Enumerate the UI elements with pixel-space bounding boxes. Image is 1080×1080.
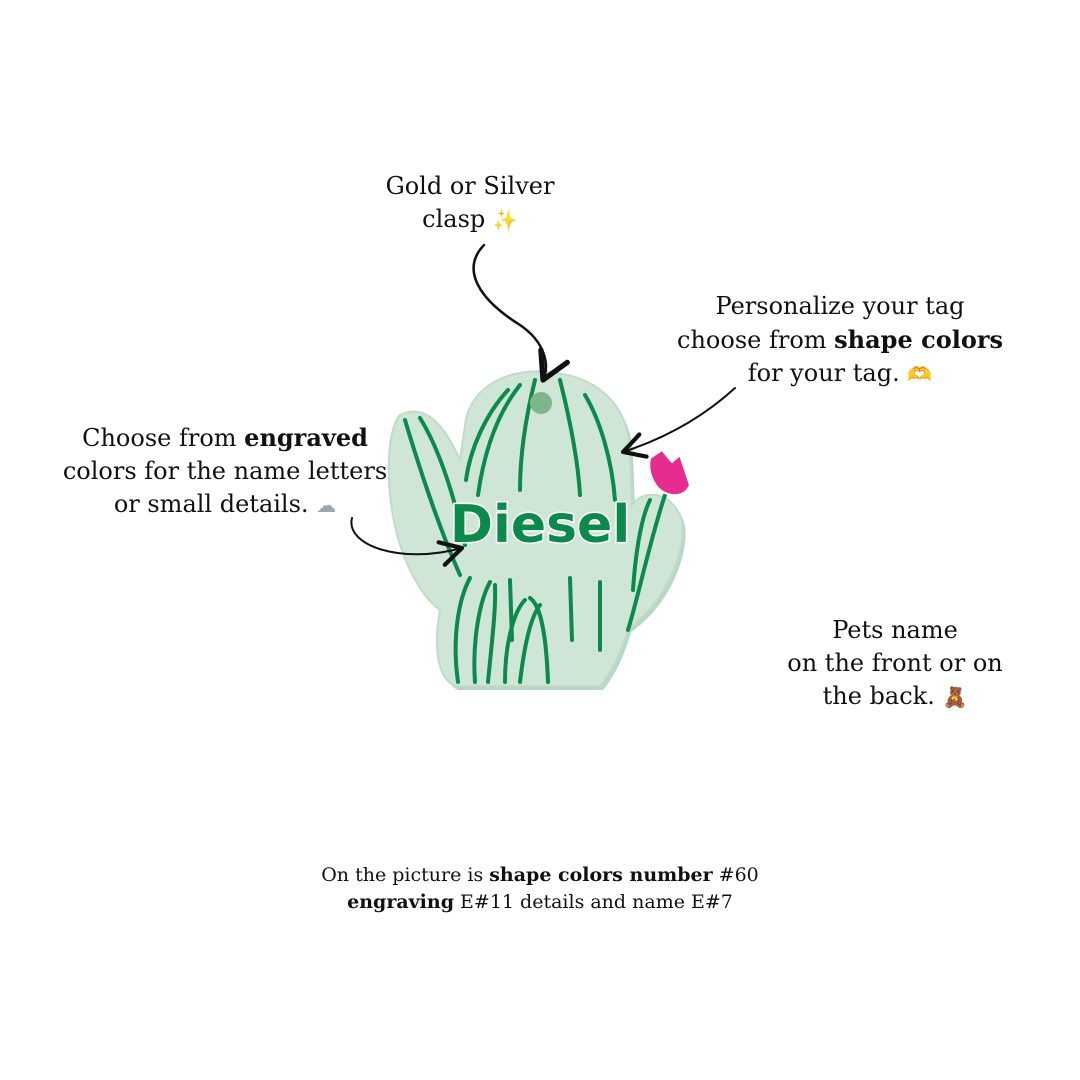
tag-name-engraving: Diesel — [450, 495, 630, 555]
clasp-caption-line2: clasp — [422, 205, 486, 233]
arrow-to-clasp — [472, 243, 570, 383]
shape-caption-line2-bold: shape colors — [834, 325, 1003, 354]
shape-caption-line1: Personalize your tag — [715, 292, 965, 320]
engraved-caption-line2: colors for the name letters — [62, 457, 388, 485]
clasp-caption: Gold or Silver clasp ✨ — [330, 170, 610, 237]
footer-line1-prefix: On the picture is — [321, 864, 490, 886]
footer-line1-bold: shape colors number — [489, 864, 713, 886]
footer-note: On the picture is shape colors number #6… — [240, 862, 840, 916]
clasp-caption-line1: Gold or Silver — [385, 172, 555, 200]
heart-hands-icon: 🫶 — [907, 362, 933, 386]
sparkles-icon: ✨ — [492, 208, 518, 232]
footer-line2-suffix: E#11 details and name E#7 — [454, 891, 733, 913]
footer-line2-bold: engraving — [347, 891, 454, 913]
cactus-pet-tag: Diesel — [387, 370, 692, 690]
footer-line1-suffix: #60 — [712, 864, 759, 886]
teddy-bear-icon: 🧸 — [942, 685, 968, 709]
name-caption-line2: on the front or on — [787, 649, 1003, 677]
engraved-caption-line1-prefix: Choose from — [82, 424, 245, 452]
clasp-hole — [530, 392, 552, 414]
name-caption-line1: Pets name — [832, 616, 958, 644]
engraved-caption-line3: or small details. — [113, 490, 309, 518]
pet-name-caption: Pets name on the front or on the back. 🧸 — [760, 614, 1030, 714]
shape-caption-line2-prefix: choose from — [677, 326, 835, 354]
cloud-icon: ☁ — [316, 493, 337, 517]
engraved-caption-line1-bold: engraved — [244, 423, 368, 452]
name-caption-line3: the back. — [822, 682, 935, 710]
shape-colors-caption: Personalize your tag choose from shape c… — [650, 290, 1030, 391]
arrow-to-shape — [620, 387, 736, 459]
engraved-colors-caption: Choose from engraved colors for the name… — [40, 421, 410, 522]
tag-body — [387, 370, 684, 687]
shape-caption-line3: for your tag. — [747, 359, 900, 387]
flower-icon — [648, 448, 692, 497]
arrow-to-engraving — [350, 517, 465, 567]
